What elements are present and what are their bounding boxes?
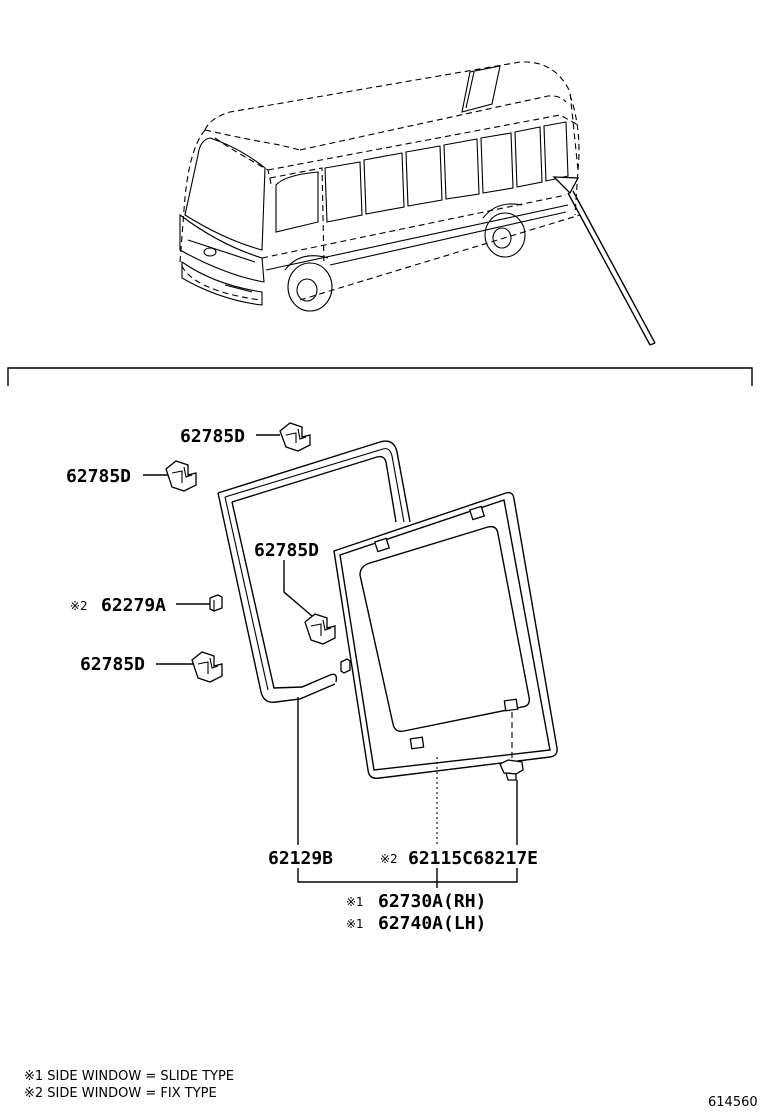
spacer-small-icon bbox=[340, 658, 351, 674]
leader-lines bbox=[143, 434, 518, 888]
figure-number: 614560 bbox=[708, 1095, 758, 1110]
label-clip-upper-left: 62785D bbox=[66, 466, 131, 487]
label-assy-rh: 62730A(RH) bbox=[378, 891, 486, 912]
label-glass-mark: ※2 bbox=[380, 852, 398, 866]
label-clip-lower-left: 62785D bbox=[80, 654, 145, 675]
label-assy-lh: 62740A(LH) bbox=[378, 913, 486, 934]
label-spacer: 62279A bbox=[101, 595, 166, 616]
clip-upper-left-icon bbox=[165, 460, 197, 492]
spacer-block-icon bbox=[209, 594, 223, 612]
clip-middle-icon bbox=[304, 613, 336, 645]
rear-wheel bbox=[484, 212, 526, 258]
front-wheel bbox=[287, 262, 333, 312]
clip-68217e-icon bbox=[499, 759, 524, 781]
label-weatherstrip: 62129B bbox=[268, 848, 333, 869]
location-arrow bbox=[552, 176, 656, 346]
section-bracket bbox=[7, 367, 753, 386]
label-clip-middle: 62785D bbox=[254, 540, 319, 561]
label-glass: 62115C bbox=[408, 848, 473, 869]
weatherstrip bbox=[217, 440, 411, 703]
label-assy-lh-mark: ※1 bbox=[346, 917, 364, 931]
clip-top-icon bbox=[279, 422, 311, 452]
footnote-slide-type: ※1 SIDE WINDOW = SLIDE TYPE bbox=[24, 1069, 234, 1084]
label-spacer-mark: ※2 bbox=[70, 599, 88, 613]
bus-illustration bbox=[179, 61, 656, 346]
roof-hatch bbox=[461, 65, 501, 113]
label-assy-rh-mark: ※1 bbox=[346, 895, 364, 909]
footnote-fix-type: ※2 SIDE WINDOW = FIX TYPE bbox=[24, 1086, 217, 1101]
label-clip-top: 62785D bbox=[180, 426, 245, 447]
window-glass-panel bbox=[333, 491, 558, 780]
clip-lower-left-icon bbox=[191, 651, 223, 683]
label-clip-small: 68217E bbox=[473, 848, 538, 869]
